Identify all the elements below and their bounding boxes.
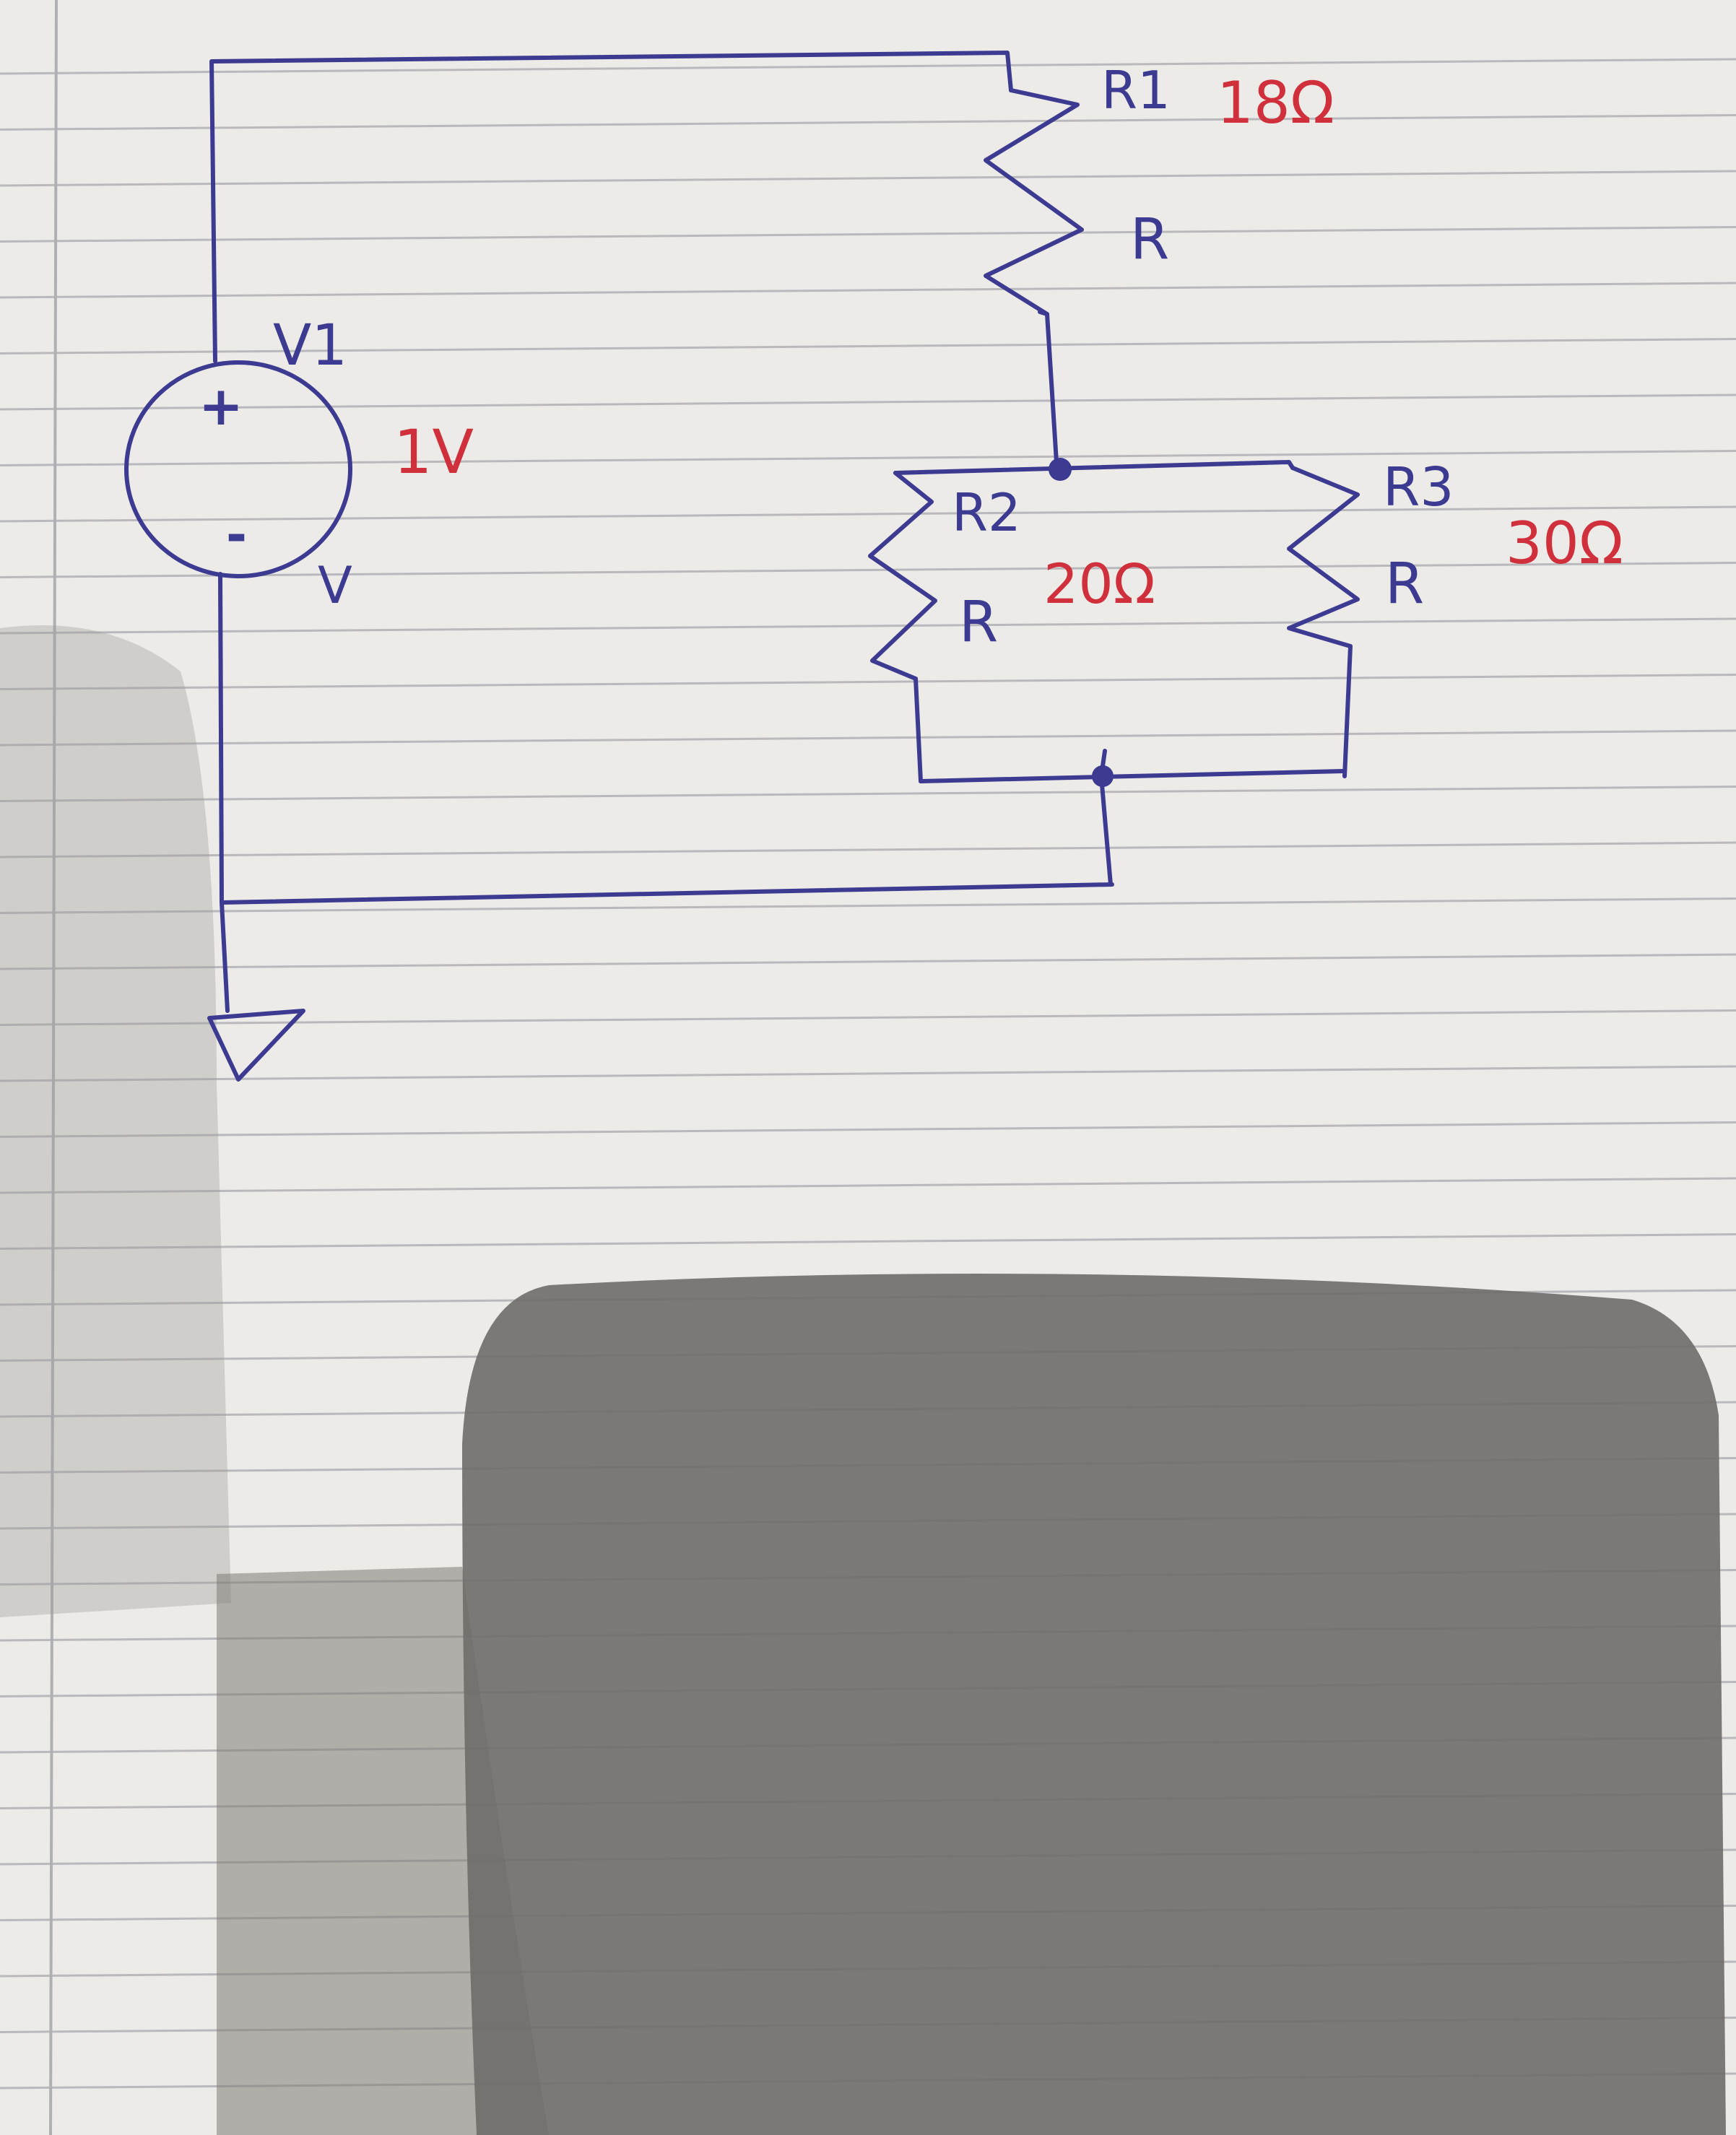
r2-type-label: R	[959, 590, 998, 655]
r2-name-label: R2	[952, 482, 1021, 543]
margin-line	[49, 0, 58, 2135]
ruled-line	[0, 226, 1736, 243]
r3-name-label: R3	[1383, 456, 1454, 518]
ruled-line	[0, 674, 1736, 690]
junction-top-dot	[1049, 458, 1072, 481]
wire-parallel-top	[893, 460, 1295, 475]
source-name-label: V1	[273, 313, 347, 378]
wire-bottom	[220, 882, 1114, 905]
wire-parallel-bottom	[919, 769, 1345, 783]
source-unit-mark: V	[318, 556, 352, 615]
resistor-r3-symbol	[1287, 466, 1360, 648]
r2-value-label: 20Ω	[1043, 552, 1155, 616]
wire-top	[209, 51, 1013, 363]
r1-value-label: 18Ω	[1217, 69, 1334, 136]
ruled-line	[0, 729, 1736, 747]
ruled-line	[0, 114, 1736, 131]
ruled-line	[0, 393, 1736, 411]
ruled-line	[0, 450, 1736, 466]
ruled-line	[0, 170, 1736, 187]
wire-r1-junction	[1045, 312, 1059, 464]
r1-name-label: R1	[1101, 60, 1171, 121]
shadows	[0, 625, 1726, 2135]
junction-bottom-dot	[1092, 765, 1114, 787]
ruled-line	[0, 953, 1736, 970]
circuit-wires	[209, 51, 1360, 1013]
ruled-line	[0, 505, 1736, 523]
r3-value-label: 30Ω	[1506, 510, 1623, 577]
ruled-line	[0, 841, 1736, 858]
voltage-source-symbol	[124, 360, 352, 578]
r3-type-label: R	[1385, 552, 1424, 617]
resistor-r2-symbol	[868, 471, 937, 681]
ruled-line	[0, 897, 1736, 914]
source-value-label: 1V	[394, 417, 474, 487]
source-minus-label: -	[226, 505, 247, 565]
ground-icon	[207, 1009, 305, 1082]
wire-r2-down	[913, 677, 923, 783]
ruled-line	[0, 1177, 1736, 1194]
ruled-line	[0, 786, 1736, 802]
wire-source-ground	[218, 572, 230, 1013]
ruled-line	[0, 1233, 1736, 1250]
ruled-line	[0, 58, 1736, 75]
source-plus-label: +	[199, 375, 243, 438]
ruled-line	[0, 1121, 1736, 1138]
ruled-line	[0, 338, 1736, 355]
ruled-line	[0, 562, 1736, 578]
wire-r3-down	[1342, 644, 1353, 778]
r1-type-label: R	[1130, 207, 1169, 272]
ruled-line	[0, 282, 1736, 299]
ruled-line	[0, 1065, 1736, 1082]
ruled-line	[0, 617, 1736, 635]
